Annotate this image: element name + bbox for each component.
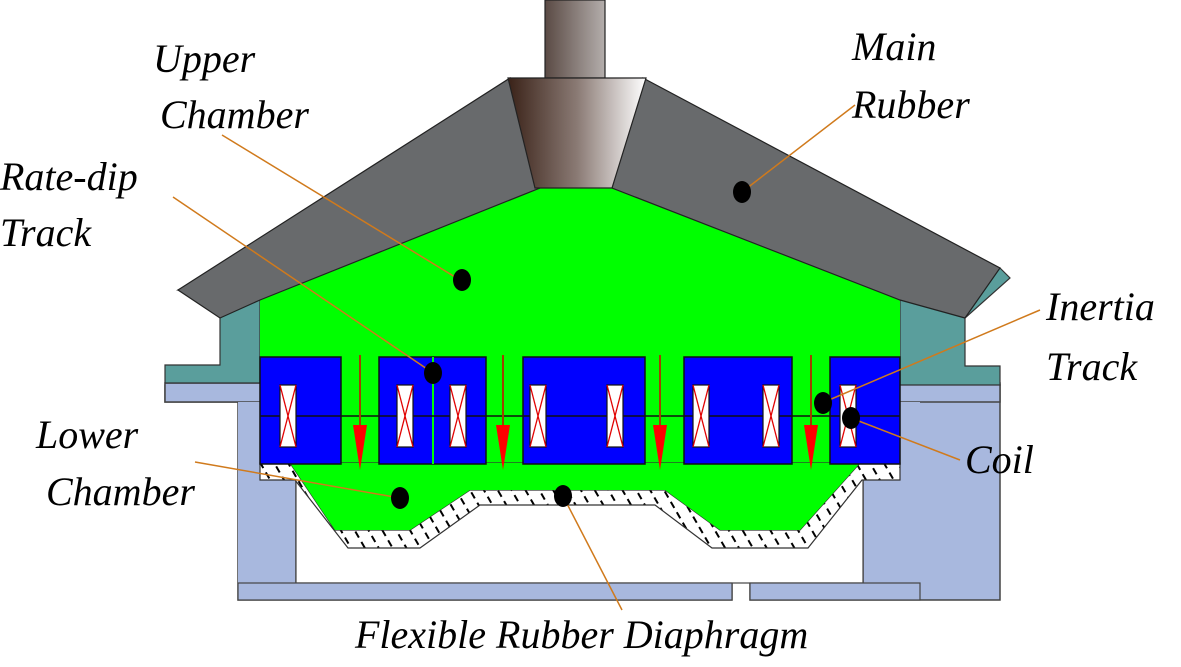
lower-chamber-fluid: [262, 463, 898, 530]
leader-lower-chamber: [194, 461, 401, 499]
flow-arrow-icon: [804, 355, 818, 470]
coil-icon: [279, 384, 297, 448]
leader-upper-chamber: [221, 134, 461, 281]
coil-icon: [762, 384, 780, 448]
label-coil: Coil: [965, 437, 1034, 482]
flow-arrow-icon: [353, 355, 367, 470]
flow-arrows: [353, 355, 818, 470]
coil-icon: [692, 384, 710, 448]
coil-icon: [606, 384, 624, 448]
housing-right-wall: [900, 402, 920, 600]
mount-stem: [544, 0, 606, 79]
leader-main-rubber: [741, 104, 856, 193]
flow-arrow-icon: [496, 355, 510, 470]
label-lower-chamber-line2: Chamber: [46, 469, 195, 514]
marker-lower-chamber: [391, 487, 409, 509]
label-lower-chamber-line1: Lower: [35, 412, 139, 457]
label-rate-dip-track-line1: Rate-dip: [0, 154, 138, 199]
marker-coil: [842, 407, 860, 429]
leader-lines: [172, 104, 1041, 611]
label-inertia-track-line2: Track: [1046, 344, 1138, 389]
markers: [391, 181, 860, 509]
leader-diaphragm: [562, 495, 623, 611]
label-inertia-track-line1: Inertia: [1045, 284, 1155, 329]
coil-icon: [529, 384, 547, 448]
marker-main-rubber: [733, 181, 751, 203]
marker-diaphragm: [554, 485, 572, 507]
magnet-block: [259, 356, 342, 465]
marker-rate-dip-track: [424, 362, 442, 384]
coil-icon: [449, 384, 467, 448]
label-upper-chamber-line2: Chamber: [160, 92, 309, 137]
label-rate-dip-track-line2: Track: [0, 210, 92, 255]
marker-inertia-track: [814, 392, 832, 414]
marker-upper-chamber: [453, 269, 471, 291]
housing-left-wall: [238, 402, 260, 600]
housing-bottom-left: [237, 582, 733, 601]
flow-arrow-icon: [653, 355, 667, 470]
leader-inertia-track: [821, 309, 1041, 404]
label-flexible-rubber-diaphragm: Flexible Rubber Diaphragm: [354, 612, 808, 657]
label-main-rubber-line2: Rubber: [851, 82, 970, 127]
label-main-rubber-line1: Main: [851, 24, 936, 69]
coil-icon: [396, 384, 414, 448]
housing-bottom-right: [749, 582, 921, 601]
label-upper-chamber-line1: Upper: [153, 36, 256, 81]
leader-rate-dip-track: [172, 196, 434, 374]
mount-cone: [507, 77, 647, 189]
leader-coil: [850, 417, 961, 461]
